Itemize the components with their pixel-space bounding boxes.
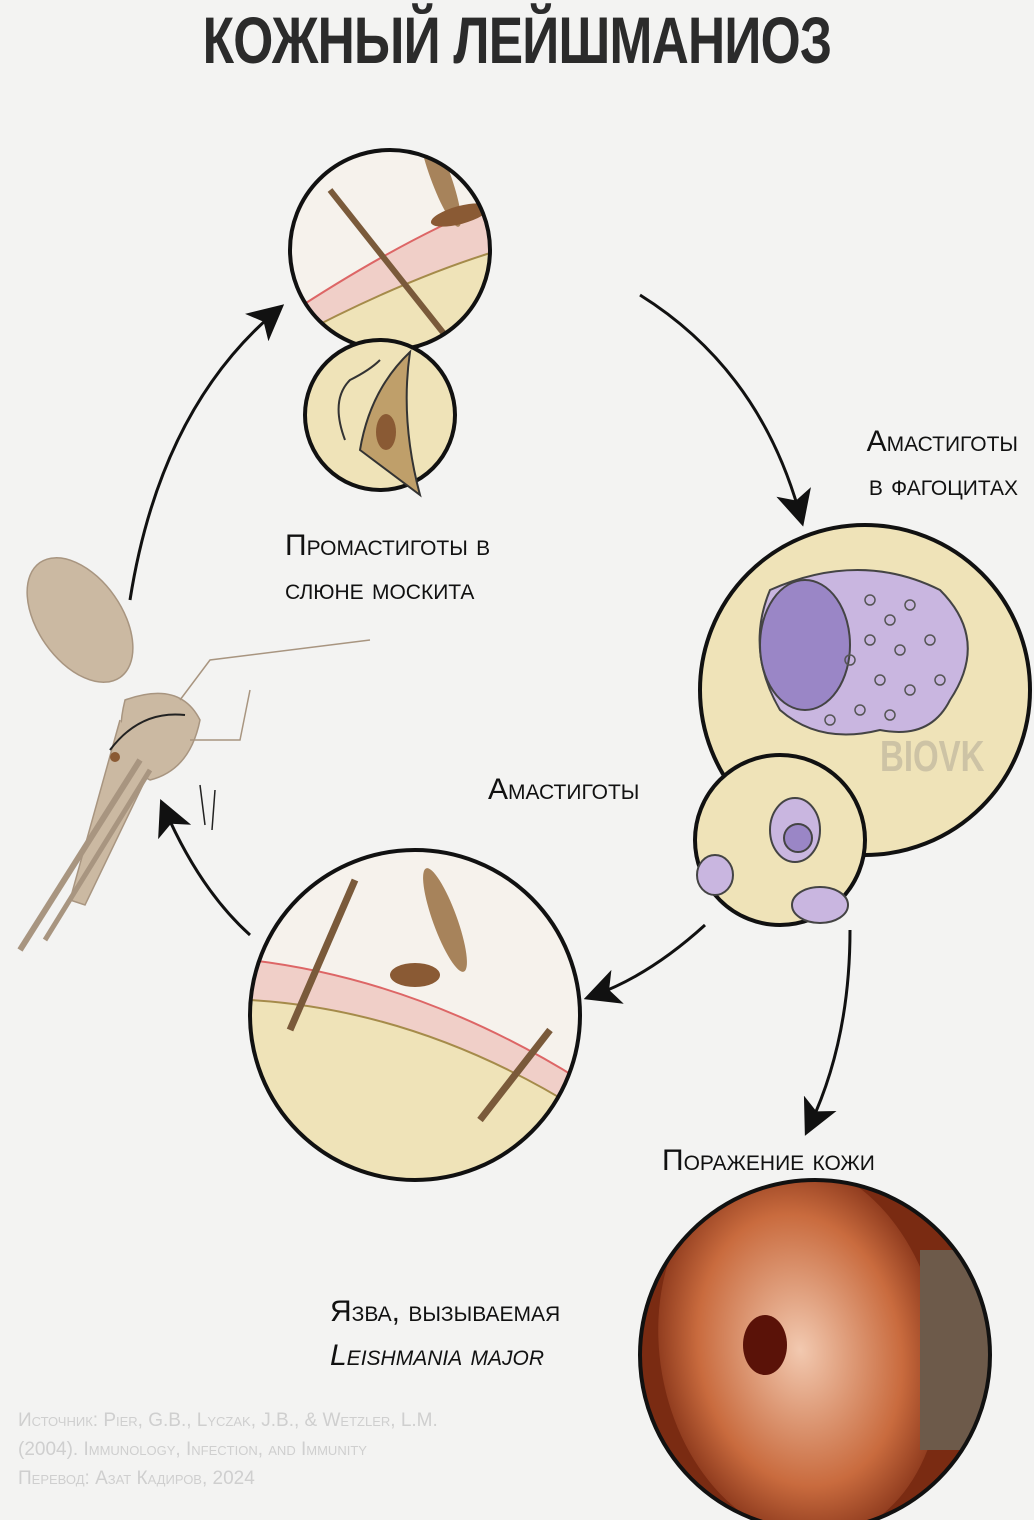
source-line: (2004). Immunology, Infection, and Immun… [18, 1439, 367, 1460]
species-name: Leishmania major [330, 1339, 545, 1372]
sandfly-biting-circle [288, 148, 492, 498]
label-line: слюне москита [285, 573, 475, 606]
label-line: Промастиготы в [285, 529, 491, 562]
cycle-arrows [128, 293, 852, 1136]
watermark: BIOVK [880, 732, 985, 781]
label-line: в фагоцитах [868, 469, 1018, 502]
promastigotes-label: Промастиготы в слюне москита [285, 524, 490, 612]
translation-credit: Перевод: Азат Кадиров, 2024 [18, 1468, 255, 1489]
ulcer-photo [638, 1178, 992, 1520]
source-line: Источник: Pier, G.B., Lyczak, J.B., & We… [18, 1410, 438, 1431]
phagocyte-circle [693, 523, 1032, 927]
label-line: Амастиготы [866, 425, 1018, 458]
sandfly-illustration [17, 557, 371, 952]
amastigotes-label: Амастиготы [488, 773, 640, 806]
sandfly-feeding-circle [248, 848, 582, 1182]
skin-lesion-label: Поражение кожи [662, 1144, 875, 1177]
page-title: КОЖНЫЙ ЛЕЙШМАНИОЗ [202, 3, 832, 77]
amastigotes-in-phagocytes-label: Амастиготы в фагоцитах [867, 420, 1018, 508]
label-line: Язва, вызываемая [330, 1295, 561, 1328]
source-credits: Источник: Pier, G.B., Lyczak, J.B., & We… [18, 1406, 438, 1493]
ulcer-label: Язва, вызываемая Leishmania major [330, 1290, 560, 1378]
